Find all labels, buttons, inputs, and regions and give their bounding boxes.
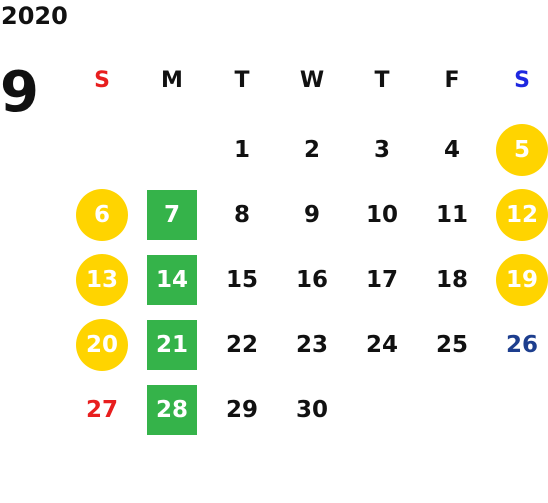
day-cell-16[interactable]: 16 bbox=[278, 248, 346, 312]
day-cell-24[interactable]: 24 bbox=[348, 313, 416, 377]
day-cell-9[interactable]: 9 bbox=[278, 183, 346, 247]
holiday-circle-marker bbox=[76, 319, 128, 371]
day-number: 18 bbox=[435, 267, 468, 293]
day-number: 8 bbox=[233, 202, 250, 228]
day-number: 27 bbox=[85, 397, 118, 423]
weekday-saturday: S bbox=[514, 68, 530, 93]
day-cell-5[interactable]: 5 bbox=[488, 118, 548, 182]
day-cell-2[interactable]: 2 bbox=[278, 118, 346, 182]
weekday-thursday: T bbox=[374, 68, 390, 93]
holiday-circle-marker bbox=[496, 254, 548, 306]
day-number: 1 bbox=[233, 137, 250, 163]
holiday-circle-marker bbox=[76, 189, 128, 241]
day-cell-21[interactable]: 21 bbox=[138, 313, 206, 377]
day-cell-15[interactable]: 15 bbox=[208, 248, 276, 312]
day-cell-10[interactable]: 10 bbox=[348, 183, 416, 247]
weekday-wednesday: W bbox=[299, 68, 325, 93]
year-label: 2020 bbox=[1, 2, 68, 30]
day-cell-22[interactable]: 22 bbox=[208, 313, 276, 377]
day-number: 11 bbox=[435, 202, 468, 228]
holiday-circle-marker bbox=[76, 254, 128, 306]
day-cell-4[interactable]: 4 bbox=[418, 118, 486, 182]
day-number: 20 bbox=[85, 332, 118, 358]
day-number: 28 bbox=[155, 397, 188, 423]
day-cell-12[interactable]: 12 bbox=[488, 183, 548, 247]
day-cell-3[interactable]: 3 bbox=[348, 118, 416, 182]
day-cell-8[interactable]: 8 bbox=[208, 183, 276, 247]
day-cell-18[interactable]: 18 bbox=[418, 248, 486, 312]
day-cell-30[interactable]: 30 bbox=[278, 378, 346, 442]
weekday-tuesday: T bbox=[234, 68, 250, 93]
day-cell-27[interactable]: 27 bbox=[68, 378, 136, 442]
marked-day-square bbox=[147, 190, 197, 240]
day-number: 25 bbox=[435, 332, 468, 358]
day-cell-11[interactable]: 11 bbox=[418, 183, 486, 247]
day-cell-6[interactable]: 6 bbox=[68, 183, 136, 247]
day-number: 19 bbox=[505, 267, 538, 293]
day-cell-14[interactable]: 14 bbox=[138, 248, 206, 312]
weekday-friday: F bbox=[444, 68, 460, 93]
day-number: 24 bbox=[365, 332, 398, 358]
day-number: 7 bbox=[163, 202, 180, 228]
day-cell-1[interactable]: 1 bbox=[208, 118, 276, 182]
day-number: 26 bbox=[505, 332, 538, 358]
day-number: 12 bbox=[505, 202, 538, 228]
day-cell-7[interactable]: 7 bbox=[138, 183, 206, 247]
day-number: 17 bbox=[365, 267, 398, 293]
day-number: 22 bbox=[225, 332, 258, 358]
day-number: 6 bbox=[93, 202, 110, 228]
holiday-circle-marker bbox=[496, 124, 548, 176]
day-number: 9 bbox=[303, 202, 320, 228]
day-number: 13 bbox=[85, 267, 118, 293]
day-cell-17[interactable]: 17 bbox=[348, 248, 416, 312]
day-cell-25[interactable]: 25 bbox=[418, 313, 486, 377]
weekday-sunday: S bbox=[94, 68, 110, 93]
day-number: 2 bbox=[303, 137, 320, 163]
day-number: 29 bbox=[225, 397, 258, 423]
day-number: 10 bbox=[365, 202, 398, 228]
day-number: 16 bbox=[295, 267, 328, 293]
day-cell-20[interactable]: 20 bbox=[68, 313, 136, 377]
day-cell-13[interactable]: 13 bbox=[68, 248, 136, 312]
day-number: 14 bbox=[155, 267, 188, 293]
day-cell-29[interactable]: 29 bbox=[208, 378, 276, 442]
month-number: 9 bbox=[0, 60, 39, 125]
marked-day-square bbox=[147, 255, 197, 305]
marked-day-square bbox=[147, 320, 197, 370]
day-number: 23 bbox=[295, 332, 328, 358]
day-cell-26[interactable]: 26 bbox=[488, 313, 548, 377]
day-cell-23[interactable]: 23 bbox=[278, 313, 346, 377]
day-number: 15 bbox=[225, 267, 258, 293]
day-number: 4 bbox=[443, 137, 460, 163]
day-number: 3 bbox=[373, 137, 390, 163]
day-cell-19[interactable]: 19 bbox=[488, 248, 548, 312]
day-number: 30 bbox=[295, 397, 328, 423]
day-number: 5 bbox=[513, 137, 530, 163]
day-number: 21 bbox=[155, 332, 188, 358]
weekday-monday: M bbox=[161, 68, 183, 93]
day-cell-28[interactable]: 28 bbox=[138, 378, 206, 442]
holiday-circle-marker bbox=[496, 189, 548, 241]
marked-day-square bbox=[147, 385, 197, 435]
